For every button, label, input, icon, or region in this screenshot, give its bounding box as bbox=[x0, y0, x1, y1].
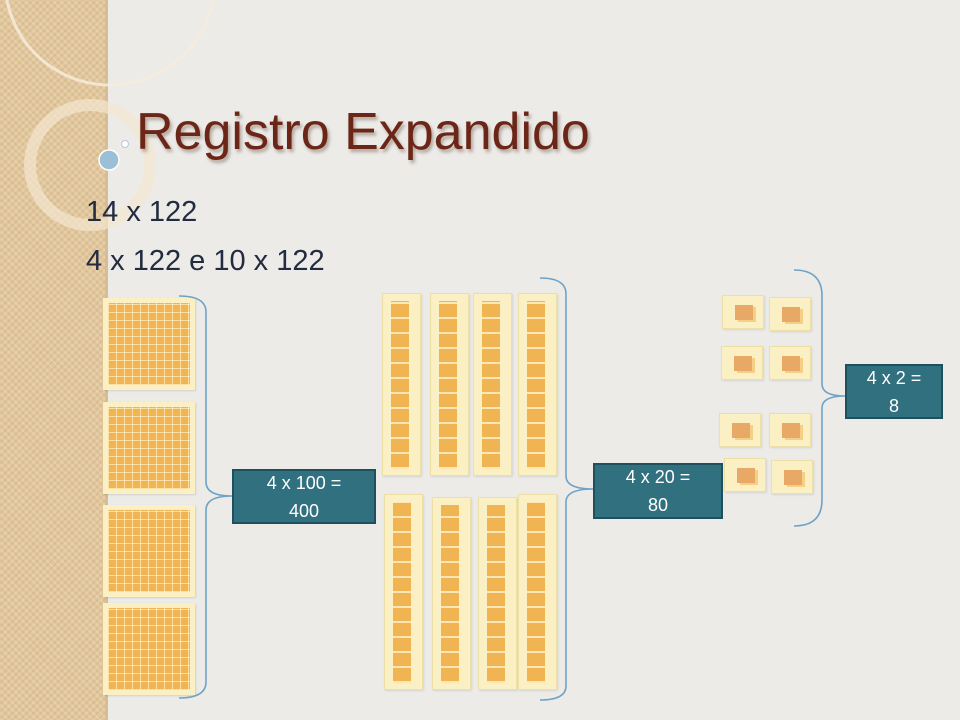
slide-title: Registro Expandido bbox=[136, 103, 590, 161]
decor-ring-small bbox=[24, 99, 156, 231]
result-box-text: 4 x 20 = bbox=[625, 467, 691, 487]
unit-cube bbox=[722, 295, 764, 329]
result-box-units: 4 x 2 = 8 bbox=[845, 364, 943, 419]
brace-units bbox=[793, 269, 846, 527]
decor-dot-large bbox=[98, 149, 120, 171]
result-box-text: 4 x 2 = bbox=[866, 367, 922, 388]
unit-cube bbox=[769, 297, 811, 331]
unit-cube bbox=[769, 413, 811, 447]
ten-rod bbox=[384, 494, 423, 690]
ten-rod bbox=[382, 293, 421, 476]
hundred-flat bbox=[103, 402, 195, 494]
result-box-hundreds: 4 x 100 = 400 bbox=[232, 469, 376, 524]
ten-rod bbox=[478, 497, 517, 690]
decor-ring-large bbox=[5, 0, 215, 87]
brace-tens bbox=[539, 277, 594, 701]
result-box-tens: 4 x 20 = 80 bbox=[593, 463, 723, 519]
ten-rod bbox=[432, 497, 471, 690]
unit-cube bbox=[721, 346, 763, 380]
ten-rod bbox=[430, 293, 469, 476]
hundred-flat bbox=[103, 298, 195, 390]
result-box-value: 8 bbox=[888, 395, 899, 416]
expression-line: 14 x 122 bbox=[86, 196, 198, 228]
brace-hundreds bbox=[178, 295, 233, 699]
hundred-flat bbox=[103, 505, 195, 597]
result-box-value: 400 bbox=[288, 500, 320, 521]
decor-dot-small bbox=[121, 140, 129, 148]
result-box-value: 80 bbox=[647, 495, 669, 515]
ten-rod bbox=[473, 293, 512, 476]
unit-cube bbox=[724, 458, 766, 492]
unit-cube bbox=[719, 413, 761, 447]
expression-line: 4 x 122 e 10 x 122 bbox=[86, 245, 325, 277]
result-box-text: 4 x 100 = bbox=[266, 472, 342, 493]
ten-rod bbox=[518, 293, 557, 476]
ten-rod bbox=[518, 494, 557, 690]
unit-cube bbox=[771, 460, 813, 494]
hundred-flat bbox=[103, 603, 195, 695]
unit-cube bbox=[769, 346, 811, 380]
